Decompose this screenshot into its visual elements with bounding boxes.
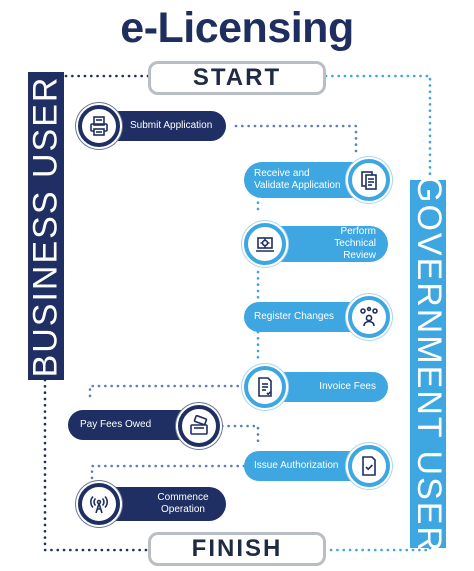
step-pay-fees-label: Pay Fees Owed	[80, 419, 152, 430]
finish-terminal: FINISH	[148, 532, 326, 566]
step-receive-validate-label: Receive and Validate Application	[254, 168, 341, 191]
step-register-changes-label: Register Changes	[254, 311, 335, 322]
government-user-lane-label: GOVERNMENT USER	[409, 175, 448, 553]
invoice-icon	[244, 366, 286, 408]
government-user-lane: GOVERNMENT USER	[410, 176, 448, 553]
step-commence-operation-label: Commence Operation	[157, 492, 209, 515]
step-technical-review-label: Perform Technical Review	[334, 226, 376, 261]
certificate-check-icon	[348, 445, 390, 487]
business-user-lane: BUSINESS USER	[26, 72, 65, 380]
connector-business-to-finish	[43, 378, 150, 552]
gear-laptop-icon	[244, 223, 286, 265]
person-gears-icon	[348, 296, 390, 338]
start-label: START	[192, 64, 282, 91]
start-terminal: START	[148, 61, 326, 95]
step-submit-application-label: Submit Application	[130, 120, 213, 131]
step-invoice-fees-label: Invoice Fees	[319, 381, 376, 392]
business-user-lane-label: BUSINESS USER	[26, 75, 65, 377]
connector-step-5-6	[88, 384, 246, 404]
connector-step-1-2	[234, 124, 358, 156]
step-issue-authorization-label: Issue Authorization	[254, 460, 339, 471]
finish-label: FINISH	[191, 535, 283, 562]
card-payment-terminal-icon	[178, 405, 220, 447]
page-title: e-Licensing	[120, 4, 354, 52]
document-printer-icon	[78, 105, 120, 147]
broadcast-tower-icon	[78, 483, 120, 525]
document-clipboard-icon	[348, 159, 390, 201]
connector-step-7-8	[90, 464, 246, 484]
connector-step-6-7	[214, 424, 260, 448]
connector-government-to-finish	[324, 546, 432, 552]
